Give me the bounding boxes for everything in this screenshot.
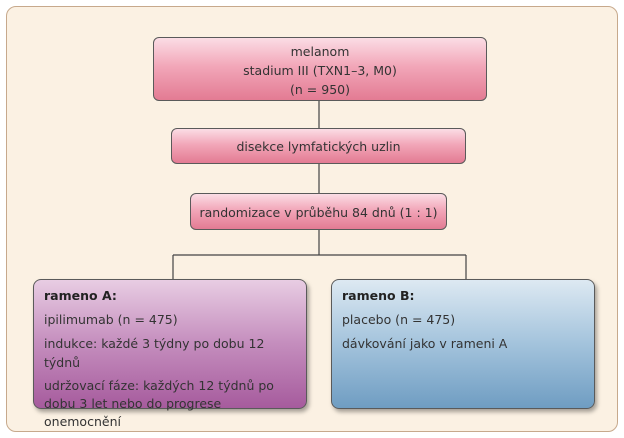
randomizace-label: randomizace v průběhu 84 dnů (1 : 1) (199, 205, 438, 220)
melanom-line3: (n = 950) (290, 82, 350, 97)
node-disekce: disekce lymfatických uzlin (171, 128, 466, 164)
arm-a-line-3: udržovací fáze: každých 12 týdnů po dobu… (44, 378, 274, 429)
arm-a-line-1: ipilimumab (n = 475) (44, 312, 178, 327)
arm-b-line-2: dávkování jako v rameni A (342, 336, 508, 351)
arm-b-line-1: placebo (n = 475) (342, 312, 456, 327)
node-randomizace: randomizace v průběhu 84 dnů (1 : 1) (190, 193, 447, 230)
node-melanom: melanom stadium III (TXN1–3, M0) (n = 95… (153, 37, 487, 101)
melanom-line2: stadium III (TXN1–3, M0) (243, 63, 397, 78)
node-arm-b: rameno B: placebo (n = 475) dávkování ja… (331, 279, 595, 409)
arm-b-title: rameno B: (342, 288, 415, 303)
disekce-label: disekce lymfatických uzlin (236, 139, 401, 154)
arm-a-title: rameno A: (44, 288, 117, 303)
node-arm-a: rameno A: ipilimumab (n = 475) indukce: … (33, 279, 307, 429)
melanom-line1: melanom (290, 44, 350, 59)
arm-a-line-2: indukce: každé 3 týdny po dobu 12 týdnů (44, 336, 265, 370)
